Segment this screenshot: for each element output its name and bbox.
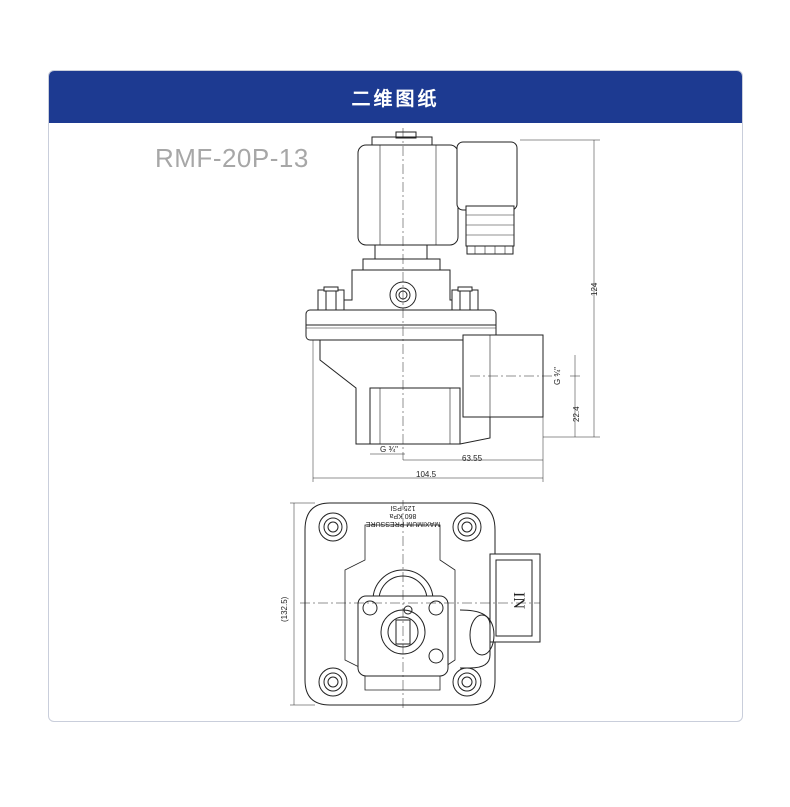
model-name: RMF-20P-13 [155,143,309,173]
valve-stem [374,244,428,260]
dim-height: 124 [590,282,599,296]
dim-top-height: (132.5) [280,596,289,622]
bolt-left [317,286,345,311]
top-bolt-tl [318,512,348,542]
dim-port-side: G ¾" [553,367,562,385]
bolt-right [451,286,479,311]
dim-offset: 22.4 [572,406,581,422]
pressure-label-line3: 125 PSI [390,504,415,511]
dim-port-bottom: G ¾" [380,445,398,454]
connector-box [456,141,518,211]
dim-total-width: 104.5 [416,470,437,479]
card-title: 二维图纸 [49,71,742,123]
pressure-label-line2: 860 KPa [389,512,416,519]
coil-body [357,144,459,246]
top-bolt-br [452,667,482,697]
top-bolt-tr [452,512,482,542]
top-bolt-bl [318,667,348,697]
in-mark: IN [510,592,527,609]
dim-inner-width: 63.55 [462,454,483,463]
coil-top [371,136,433,145]
pressure-label-line1: MAXIMUM PRESSURE [366,520,441,527]
